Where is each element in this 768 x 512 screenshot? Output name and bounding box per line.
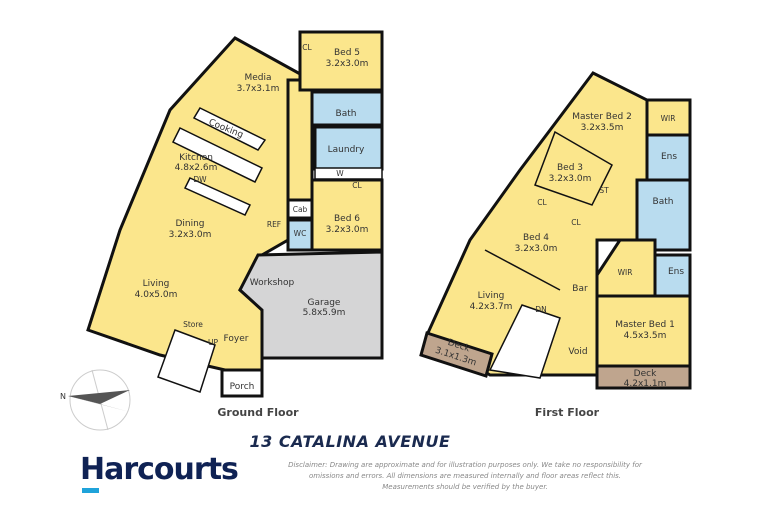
room-size: 3.2x3.0m (169, 230, 212, 240)
fixture-label: CL (352, 181, 362, 190)
compass-icon: N (60, 369, 131, 431)
fixture-label: DN (535, 305, 546, 314)
kitchen-bench (171, 127, 264, 183)
fixture-label: REF (267, 220, 281, 229)
disclaimer-line: omissions and errors. All dimensions are… (308, 472, 622, 480)
cab-room (286, 198, 314, 220)
fixture-label: CL (302, 43, 312, 52)
disclaimer: Disclaimer: Drawing are approximate and … (255, 460, 675, 493)
fixture-label: CL (571, 218, 581, 227)
fixture-label: W (336, 169, 344, 178)
room-label: Master Bed 1 (615, 320, 675, 330)
room-size: 3.2x3.0m (326, 225, 369, 235)
first-floor-plan: Master Bed 2 3.2x3.5m WIR Ens Bed 3 3.2x… (419, 71, 692, 419)
room-label: Kitchen (179, 153, 213, 163)
room-label: Bed 6 (334, 214, 360, 224)
stairs-first (488, 304, 561, 379)
room-size: 4.2x1.1m (624, 379, 667, 389)
bed5-room (298, 30, 384, 92)
room-labels: Bed 5 3.2x3.0m Media 3.7x3.1m Bath Cooki… (135, 43, 369, 392)
room-label: WIR (661, 114, 676, 123)
room-size: 3.2x3.0m (515, 244, 558, 254)
room-label: Cab (293, 205, 308, 214)
room-size: 4.2x3.7m (470, 302, 513, 312)
room-label: Deck (634, 369, 657, 379)
laundry-bench (314, 167, 383, 180)
ens2-room (645, 133, 692, 182)
room-label: WC (294, 229, 307, 238)
brand-logo: Harcourts (80, 452, 239, 487)
deck1 (419, 331, 494, 378)
fixture-label: ST (599, 186, 609, 195)
room-label: Dining (175, 219, 204, 229)
room-label: Ens (668, 267, 684, 277)
north-label: N (60, 392, 66, 401)
room-size: 4.0x5.0m (135, 290, 178, 300)
island-bench (183, 177, 252, 216)
room-label: Master Bed 2 (572, 112, 632, 122)
laundry-room (313, 125, 384, 171)
room-label: Living (478, 291, 505, 301)
ground-floor-label: Ground Floor (217, 406, 299, 419)
room-label: Media (244, 73, 271, 83)
ground-floor-plan: Bed 5 3.2x3.0m Media 3.7x3.1m Bath Cooki… (86, 30, 384, 419)
bed4-wall (484, 249, 561, 291)
wc-room (286, 218, 314, 252)
room-label: Laundry (328, 145, 365, 155)
room-label: Bath (653, 197, 674, 207)
room-label: Bed 5 (334, 48, 360, 58)
ens1-room (653, 253, 692, 298)
bed3-walls (534, 130, 613, 206)
garage-room (238, 250, 384, 360)
room-size: 3.2x3.0m (326, 59, 369, 69)
fixture-label: DW (193, 175, 207, 184)
cooking-bench (192, 107, 267, 151)
room-label: Bar (572, 284, 588, 294)
room-label: Store (183, 320, 203, 329)
property-title: 13 CATALINA AVENUE (249, 432, 451, 451)
room-label: Garage (308, 298, 341, 308)
room-label: Ens (661, 152, 677, 162)
fixture-label: CL (537, 198, 547, 207)
room-label: Living (143, 279, 170, 289)
stairs (157, 329, 216, 393)
porch-area (220, 368, 264, 398)
master-bed1-room (595, 294, 692, 368)
room-size: 3.2x3.0m (549, 174, 592, 184)
room-label: Bed 4 (523, 233, 549, 243)
room-label: Bath (336, 109, 357, 119)
disclaimer-line: Measurements should be verified by the b… (382, 483, 548, 491)
disclaimer-line: Disclaimer: Drawing are approximate and … (288, 461, 642, 469)
first-floor-label: First Floor (535, 406, 600, 419)
room-size: 3.2x3.5m (581, 123, 624, 133)
room-label: Porch (230, 382, 255, 392)
room-label: Bed 3 (557, 163, 583, 173)
room-size: 5.8x5.9m (303, 308, 346, 318)
room-size: 4.5x3.5m (624, 331, 667, 341)
deck2 (595, 364, 692, 390)
wir2-room (645, 98, 692, 137)
fixture-label: UP (208, 338, 218, 347)
bath-room (310, 90, 384, 127)
room-label: Workshop (250, 278, 295, 288)
room-label: Foyer (224, 334, 249, 344)
room-size: 3.7x3.1m (237, 84, 280, 94)
room-label: Void (568, 347, 587, 357)
brand-accent-bar (82, 488, 99, 493)
bath-room-first (635, 178, 692, 252)
room-size: 4.8x2.6m (175, 163, 218, 173)
room-labels-first: Master Bed 2 3.2x3.5m WIR Ens Bed 3 3.2x… (434, 112, 685, 389)
room-label: WIR (618, 268, 633, 277)
